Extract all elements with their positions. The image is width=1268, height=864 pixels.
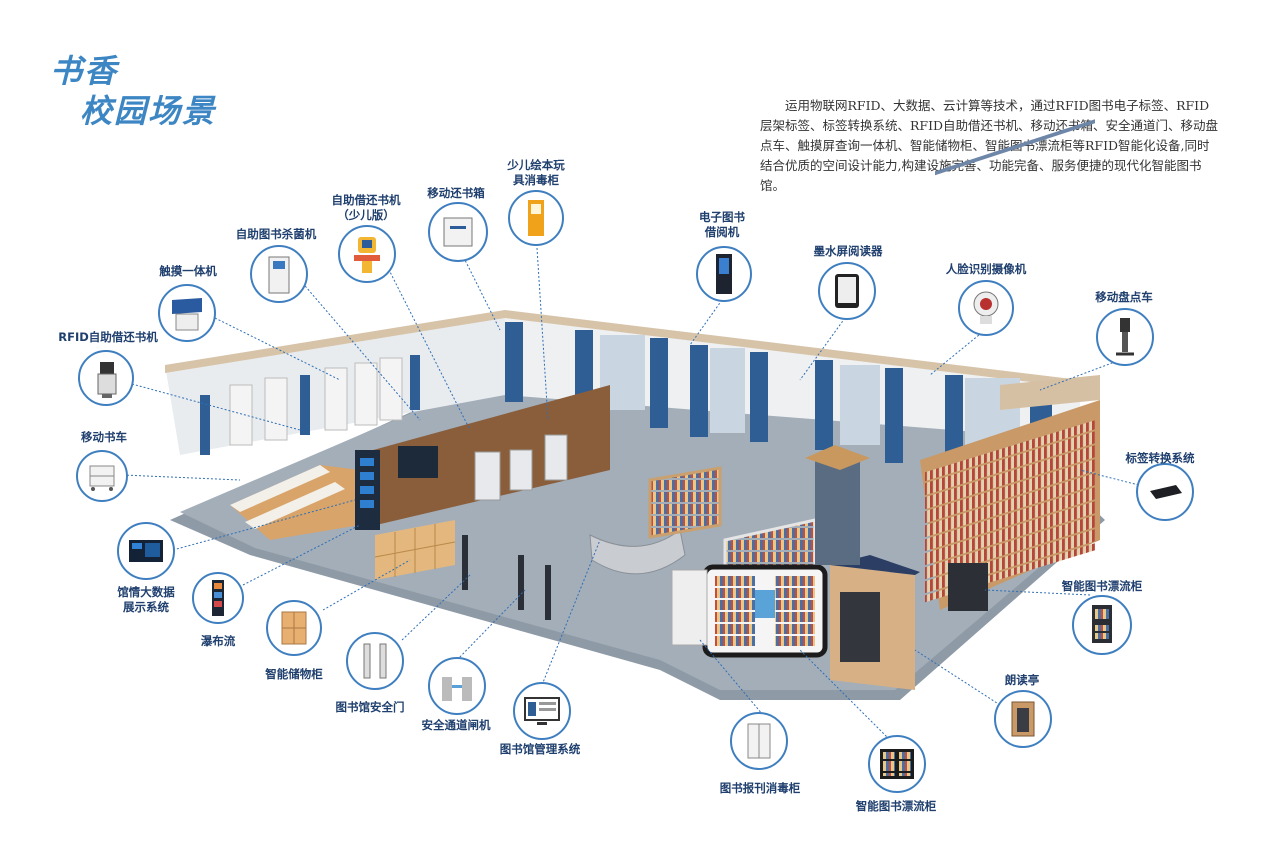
node-reading-booth[interactable] [994,690,1052,748]
node-security-gate[interactable] [346,632,404,690]
tag-converter-icon [1150,485,1182,499]
ereader-icon [835,274,859,308]
intro-paragraph: 运用物联网RFID、大数据、云计算等技术，通过RFID图书电子标签、RFID层架… [760,98,1219,193]
management-system-icon [524,697,560,725]
label-inventory-cart: 移动盘点车 [1095,290,1153,304]
node-toy-cabinet[interactable] [508,190,564,246]
face-camera-icon [973,291,999,324]
node-waterfall-screen[interactable] [192,572,244,624]
kids-kiosk-icon [354,237,380,273]
node-rfid-kiosk[interactable] [78,350,134,406]
node-tag-converter[interactable] [1136,463,1194,521]
node-smart-locker[interactable] [266,600,322,656]
label-book-cart: 移动书车 [81,430,127,444]
reception-desk [589,529,686,575]
label-turnstile: 安全通道闸机 [421,718,491,732]
book-drift-cabinet-2-icon [1092,605,1112,643]
node-book-cart[interactable] [76,450,128,502]
page-title-line2: 校园场景 [80,92,217,130]
node-kids-kiosk[interactable] [338,225,396,283]
security-gate-icon [363,643,387,679]
label-tag-converter: 标签转换系统 [1125,451,1195,465]
display-tower [815,455,860,565]
reading-booth-icon [1011,701,1035,737]
turnstile-icon [442,677,472,701]
node-big-data-display[interactable] [117,522,175,580]
leader-lines [122,247,1159,746]
label-waterfall-screen: 瀑布流 [200,634,236,648]
inventory-cart-icon [1116,318,1134,356]
node-book-sterilizer[interactable] [250,245,308,303]
page-title-line1: 书香 [50,52,119,90]
label-book-drift-cabinet-2: 智能图书漂流柜 [1061,579,1143,593]
book-sterilizer-icon [268,256,290,294]
node-ereader[interactable] [818,262,876,320]
ebook-lending-machine-icon [716,254,732,294]
node-book-drift-cabinet-2[interactable] [1072,595,1132,655]
label-book-drift-cabinet: 智能图书漂流柜 [855,799,937,813]
label-face-camera: 人脸识别摄像机 [945,262,1027,276]
label-smart-locker: 智能储物柜 [265,667,323,681]
label-kids-kiosk: 自助借还书机 （少儿版） [331,193,401,222]
label-book-sterilizer: 自助图书杀菌机 [235,227,317,241]
label-management-system: 图书馆管理系统 [499,742,581,756]
label-touch-terminal: 触摸一体机 [159,264,217,278]
label-return-box: 移动还书箱 [427,186,485,200]
node-face-camera[interactable] [958,280,1014,336]
book-drift-cabinet-icon [880,749,914,779]
touch-screen-terminal-icon [172,298,202,331]
label-big-data-display: 馆情大数据 展示系统 [117,585,175,614]
smart-locker-icon [281,611,307,645]
label-reading-booth: 朗读亭 [1004,673,1040,687]
label-periodical-sterilizer: 图书报刊消毒柜 [719,781,801,795]
node-periodical-sterilizer[interactable] [730,712,788,770]
node-management-system[interactable] [513,682,571,740]
waterfall-screen-icon [212,580,224,616]
label-security-gate: 图书馆安全门 [335,700,405,714]
book-cart-icon [89,465,115,491]
return-box-icon [443,217,473,247]
label-toy-cabinet: 少儿绘本玩 具消毒柜 [507,158,565,187]
back-wall-right [505,310,1080,440]
node-ebook-machine[interactable] [696,246,752,302]
label-rfid-kiosk: RFID自助借还书机 [58,330,158,344]
big-data-display-icon [129,540,163,562]
periodical-sterilizer-icon [747,723,771,759]
toy-disinfection-cabinet-icon [528,200,544,236]
node-touch-terminal[interactable] [158,284,216,342]
label-ereader: 墨水屏阅读器 [813,244,883,258]
label-ebook-machine: 电子图书 借阅机 [699,210,745,239]
node-turnstile[interactable] [428,657,486,715]
self-service-kiosk-icon [97,362,117,398]
node-return-box[interactable] [428,202,488,262]
node-inventory-cart[interactable] [1096,308,1154,366]
node-book-drift-cabinet[interactable] [868,735,926,793]
